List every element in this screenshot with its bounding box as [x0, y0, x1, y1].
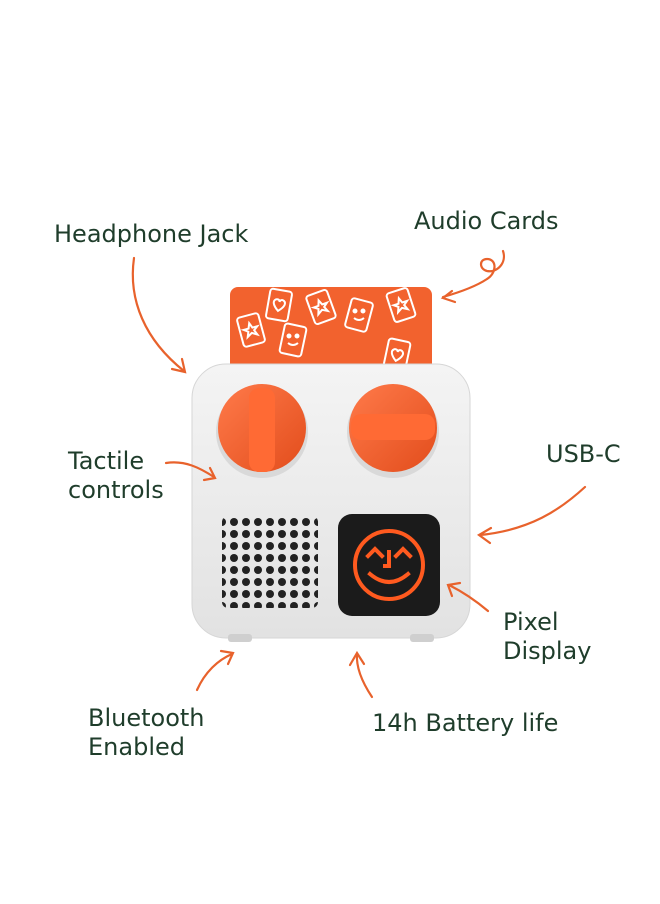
star-card-icon — [305, 288, 337, 326]
left-knob — [216, 384, 308, 478]
star-card-icon — [385, 287, 417, 323]
battery-life-label: 14h Battery life — [372, 709, 559, 737]
arrow-icon — [131, 249, 587, 699]
audio-cards-label: Audio Cards — [414, 207, 559, 235]
audio-card — [230, 287, 432, 383]
speaker-device — [191, 363, 471, 642]
usb-c-label: USB-C — [546, 440, 621, 468]
speaker-grille-icon — [222, 516, 318, 608]
right-knob — [347, 384, 439, 478]
pixel-display — [338, 514, 440, 616]
smiley-card-icon — [344, 297, 374, 333]
pixel-display-label: Pixel Display — [503, 608, 592, 665]
star-card-icon — [236, 312, 266, 348]
tactile-controls-label: Tactile controls — [68, 447, 164, 504]
heart-card-icon — [265, 287, 293, 323]
smiley-face-icon — [353, 529, 425, 601]
smiley-card-icon — [278, 322, 308, 358]
bluetooth-label: Bluetooth Enabled — [88, 704, 205, 761]
headphone-jack-label: Headphone Jack — [54, 220, 249, 248]
